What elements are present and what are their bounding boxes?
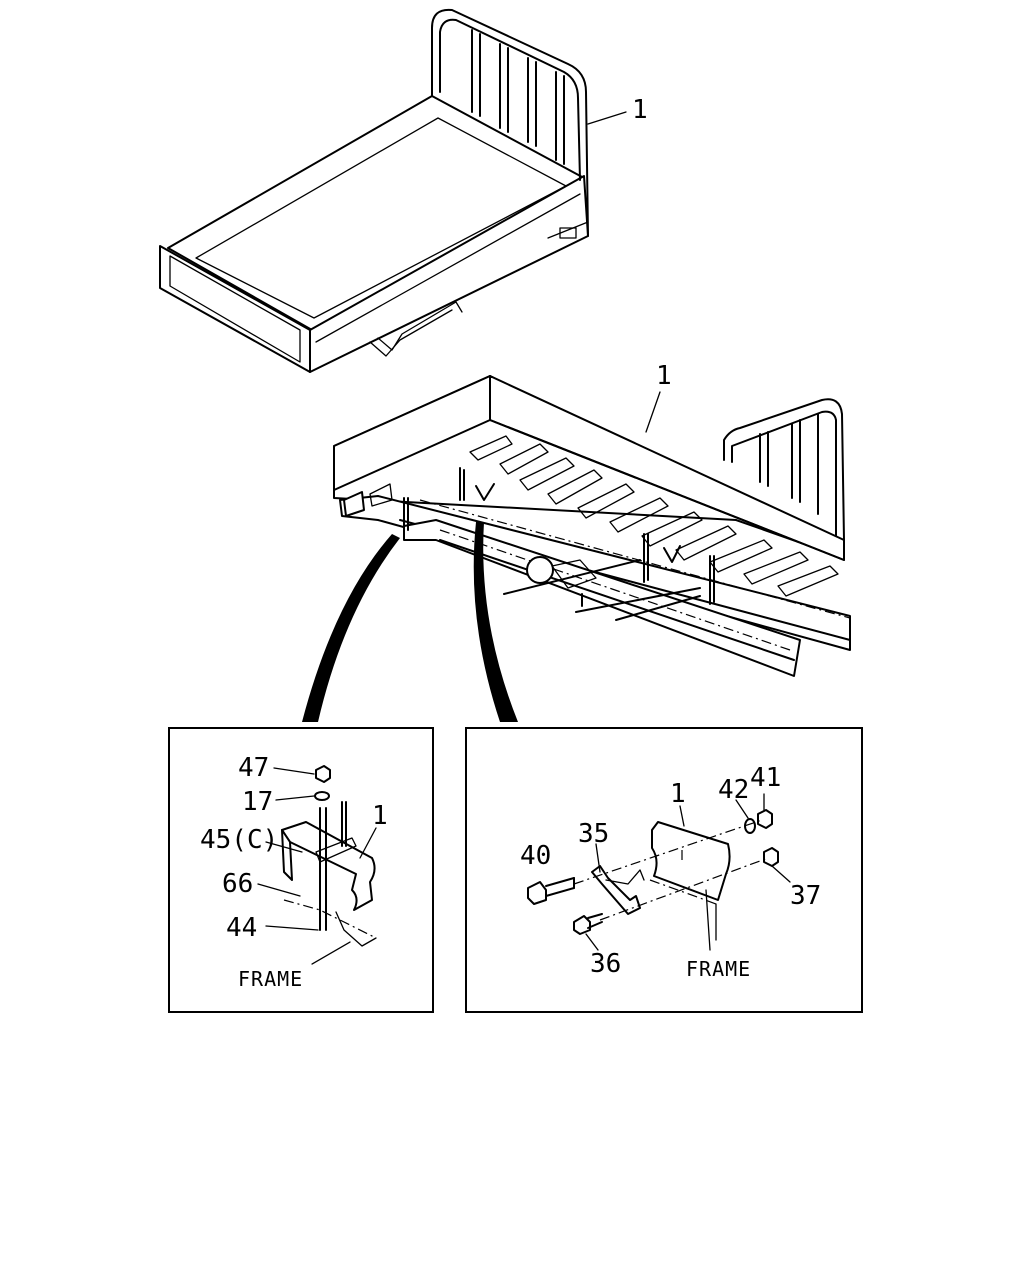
callout-1-top: 1 <box>632 95 648 125</box>
callout-45c: 45(C) <box>200 825 278 855</box>
callout-1-chassis: 1 <box>656 361 672 391</box>
left-detail-panel <box>168 727 434 1013</box>
leader-line <box>587 111 627 125</box>
callout-40: 40 <box>520 841 551 871</box>
callout-35: 35 <box>578 819 609 849</box>
callout-47: 47 <box>238 753 269 783</box>
callout-44: 44 <box>226 913 257 943</box>
bracket-mounting-detail <box>527 793 791 951</box>
truck-bed-illustration <box>159 8 589 373</box>
frame-label-right: FRAME <box>686 957 751 981</box>
callout-36: 36 <box>590 949 621 979</box>
callout-66: 66 <box>222 869 253 899</box>
frame-label-left: FRAME <box>238 967 303 991</box>
callout-37: 37 <box>790 881 821 911</box>
callout-17: 17 <box>242 787 273 817</box>
right-detail-panel <box>465 727 863 1013</box>
leader-line <box>645 391 661 433</box>
callout-1-right: 1 <box>670 779 686 809</box>
right-detail-pointer <box>473 522 518 722</box>
left-detail-pointer <box>302 534 400 722</box>
callout-41: 41 <box>750 763 781 793</box>
chassis-bed-illustration <box>333 375 851 677</box>
u-bolt-mounting-detail <box>257 765 377 965</box>
callout-42: 42 <box>718 775 749 805</box>
callout-1-left: 1 <box>372 801 388 831</box>
